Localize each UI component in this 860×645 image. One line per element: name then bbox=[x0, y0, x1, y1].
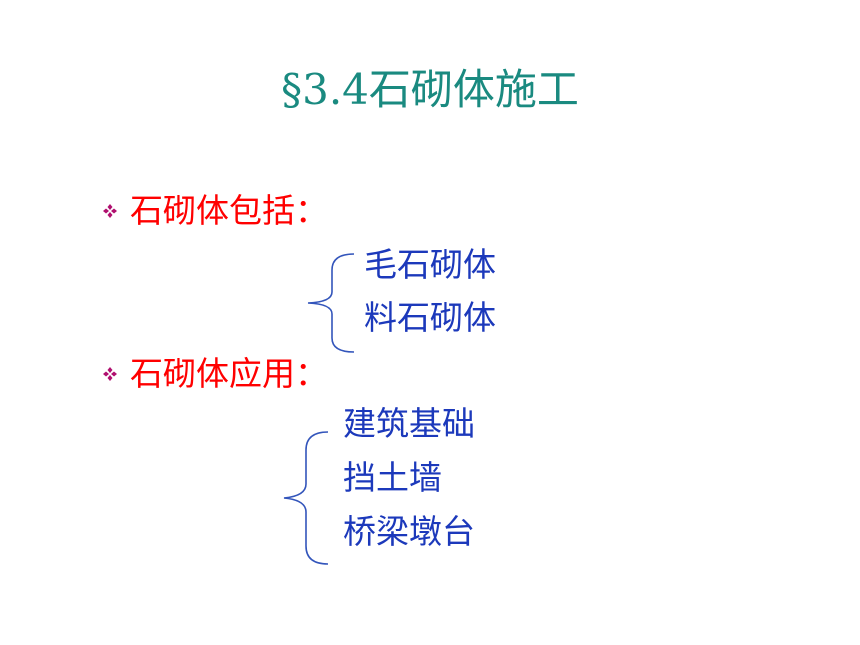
bullet-item-2: 石砌体应用： bbox=[102, 352, 328, 396]
list-item: 挡土墙 bbox=[343, 458, 442, 497]
slide-title: §3.4石砌体施工 bbox=[281, 65, 579, 114]
list-item: 料石砌体 bbox=[364, 298, 496, 337]
list-item: 桥梁墩台 bbox=[343, 512, 475, 551]
left-curly-brace-icon bbox=[307, 253, 355, 353]
diamond-cluster-icon bbox=[103, 367, 117, 381]
bullet-label: 石砌体应用： bbox=[130, 354, 328, 393]
bullet-item-1: 石砌体包括： bbox=[102, 189, 328, 233]
list-item: 建筑基础 bbox=[343, 404, 475, 443]
bullet-label: 石砌体包括： bbox=[130, 191, 328, 230]
left-curly-brace-icon bbox=[283, 431, 329, 565]
diamond-cluster-icon bbox=[103, 204, 117, 218]
list-item: 毛石砌体 bbox=[364, 245, 496, 284]
